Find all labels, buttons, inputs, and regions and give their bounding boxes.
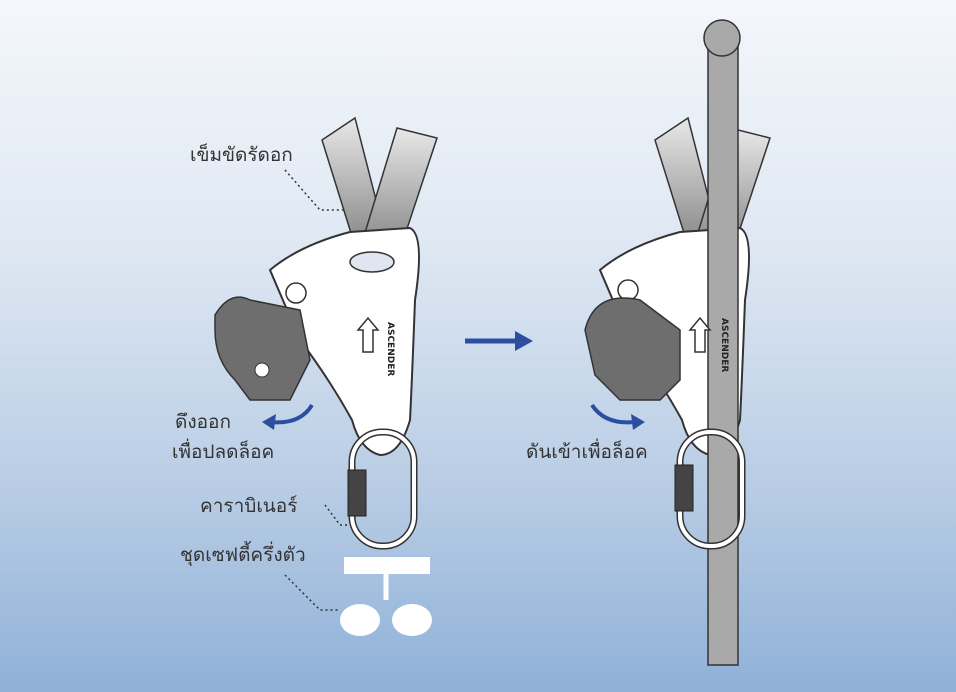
up-arrow-icon	[356, 316, 380, 353]
right-ascender: ASCENDER	[584, 19, 771, 666]
pull-arrow-icon	[269, 403, 314, 425]
left-ascender: ASCENDER	[214, 116, 438, 636]
harness-label: ชุดเซฟตี้ครึ่งตัว	[180, 544, 306, 566]
ascender-body	[268, 226, 420, 457]
cam	[214, 296, 311, 401]
transition-arrow-icon	[465, 331, 533, 351]
carabiner-label: คาราบิเนอร์	[200, 495, 298, 517]
unlock-label: เพื่อปลดล็อค	[172, 441, 275, 463]
pull-out-label: ดึงออก	[175, 411, 231, 433]
chest-strap-label: เข็มขัดรัดอก	[190, 144, 293, 166]
ascender-brand-text: ASCENDER	[719, 318, 729, 372]
push-to-lock-label: ดันเข้าเพื่อล็อค	[526, 441, 648, 463]
push-arrow-icon	[590, 403, 636, 425]
ascender-brand-text: ASCENDER	[385, 322, 395, 376]
